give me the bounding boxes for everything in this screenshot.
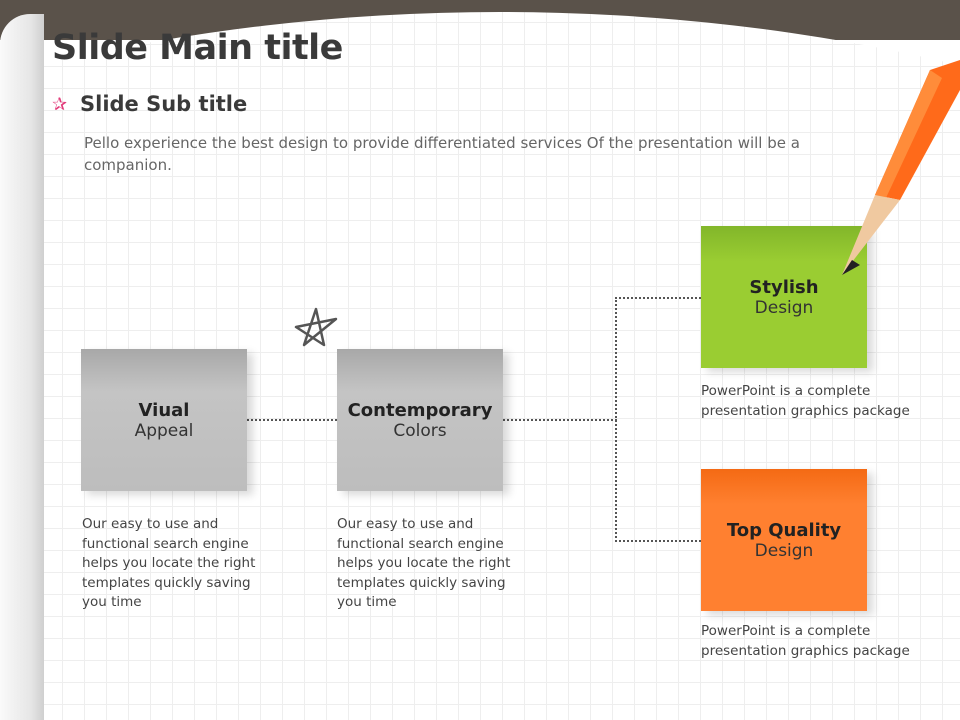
box-text: PowerPoint is a complete presentation gr…: [701, 383, 910, 419]
box-text: PowerPoint is a complete presentation gr…: [701, 623, 910, 659]
page-curl: [0, 14, 44, 720]
connector: [615, 297, 617, 542]
connector: [503, 419, 617, 421]
box-subheading: Design: [754, 297, 814, 318]
page-subtitle: Slide Sub title: [80, 92, 248, 116]
box-heading: Contemporary: [347, 399, 493, 421]
sketch-star-icon: [294, 307, 338, 347]
box-heading: Stylish: [749, 276, 819, 298]
box-subheading: Colors: [393, 420, 447, 441]
box-subheading: Appeal: [134, 420, 194, 441]
connector: [615, 297, 701, 299]
pencil-icon: [842, 60, 960, 275]
box-heading: Viual: [138, 399, 190, 421]
box-text: Our easy to use and functional search en…: [337, 516, 511, 610]
box-text: Our easy to use and functional search en…: [82, 516, 256, 610]
box-subheading: Design: [754, 540, 814, 561]
star-icon: ✰: [52, 94, 68, 115]
connector: [615, 540, 701, 542]
page-title: Slide Main title: [52, 28, 343, 68]
description: Pello experience the best design to prov…: [84, 134, 800, 174]
box-heading: Top Quality: [726, 519, 842, 541]
connector: [247, 419, 337, 421]
